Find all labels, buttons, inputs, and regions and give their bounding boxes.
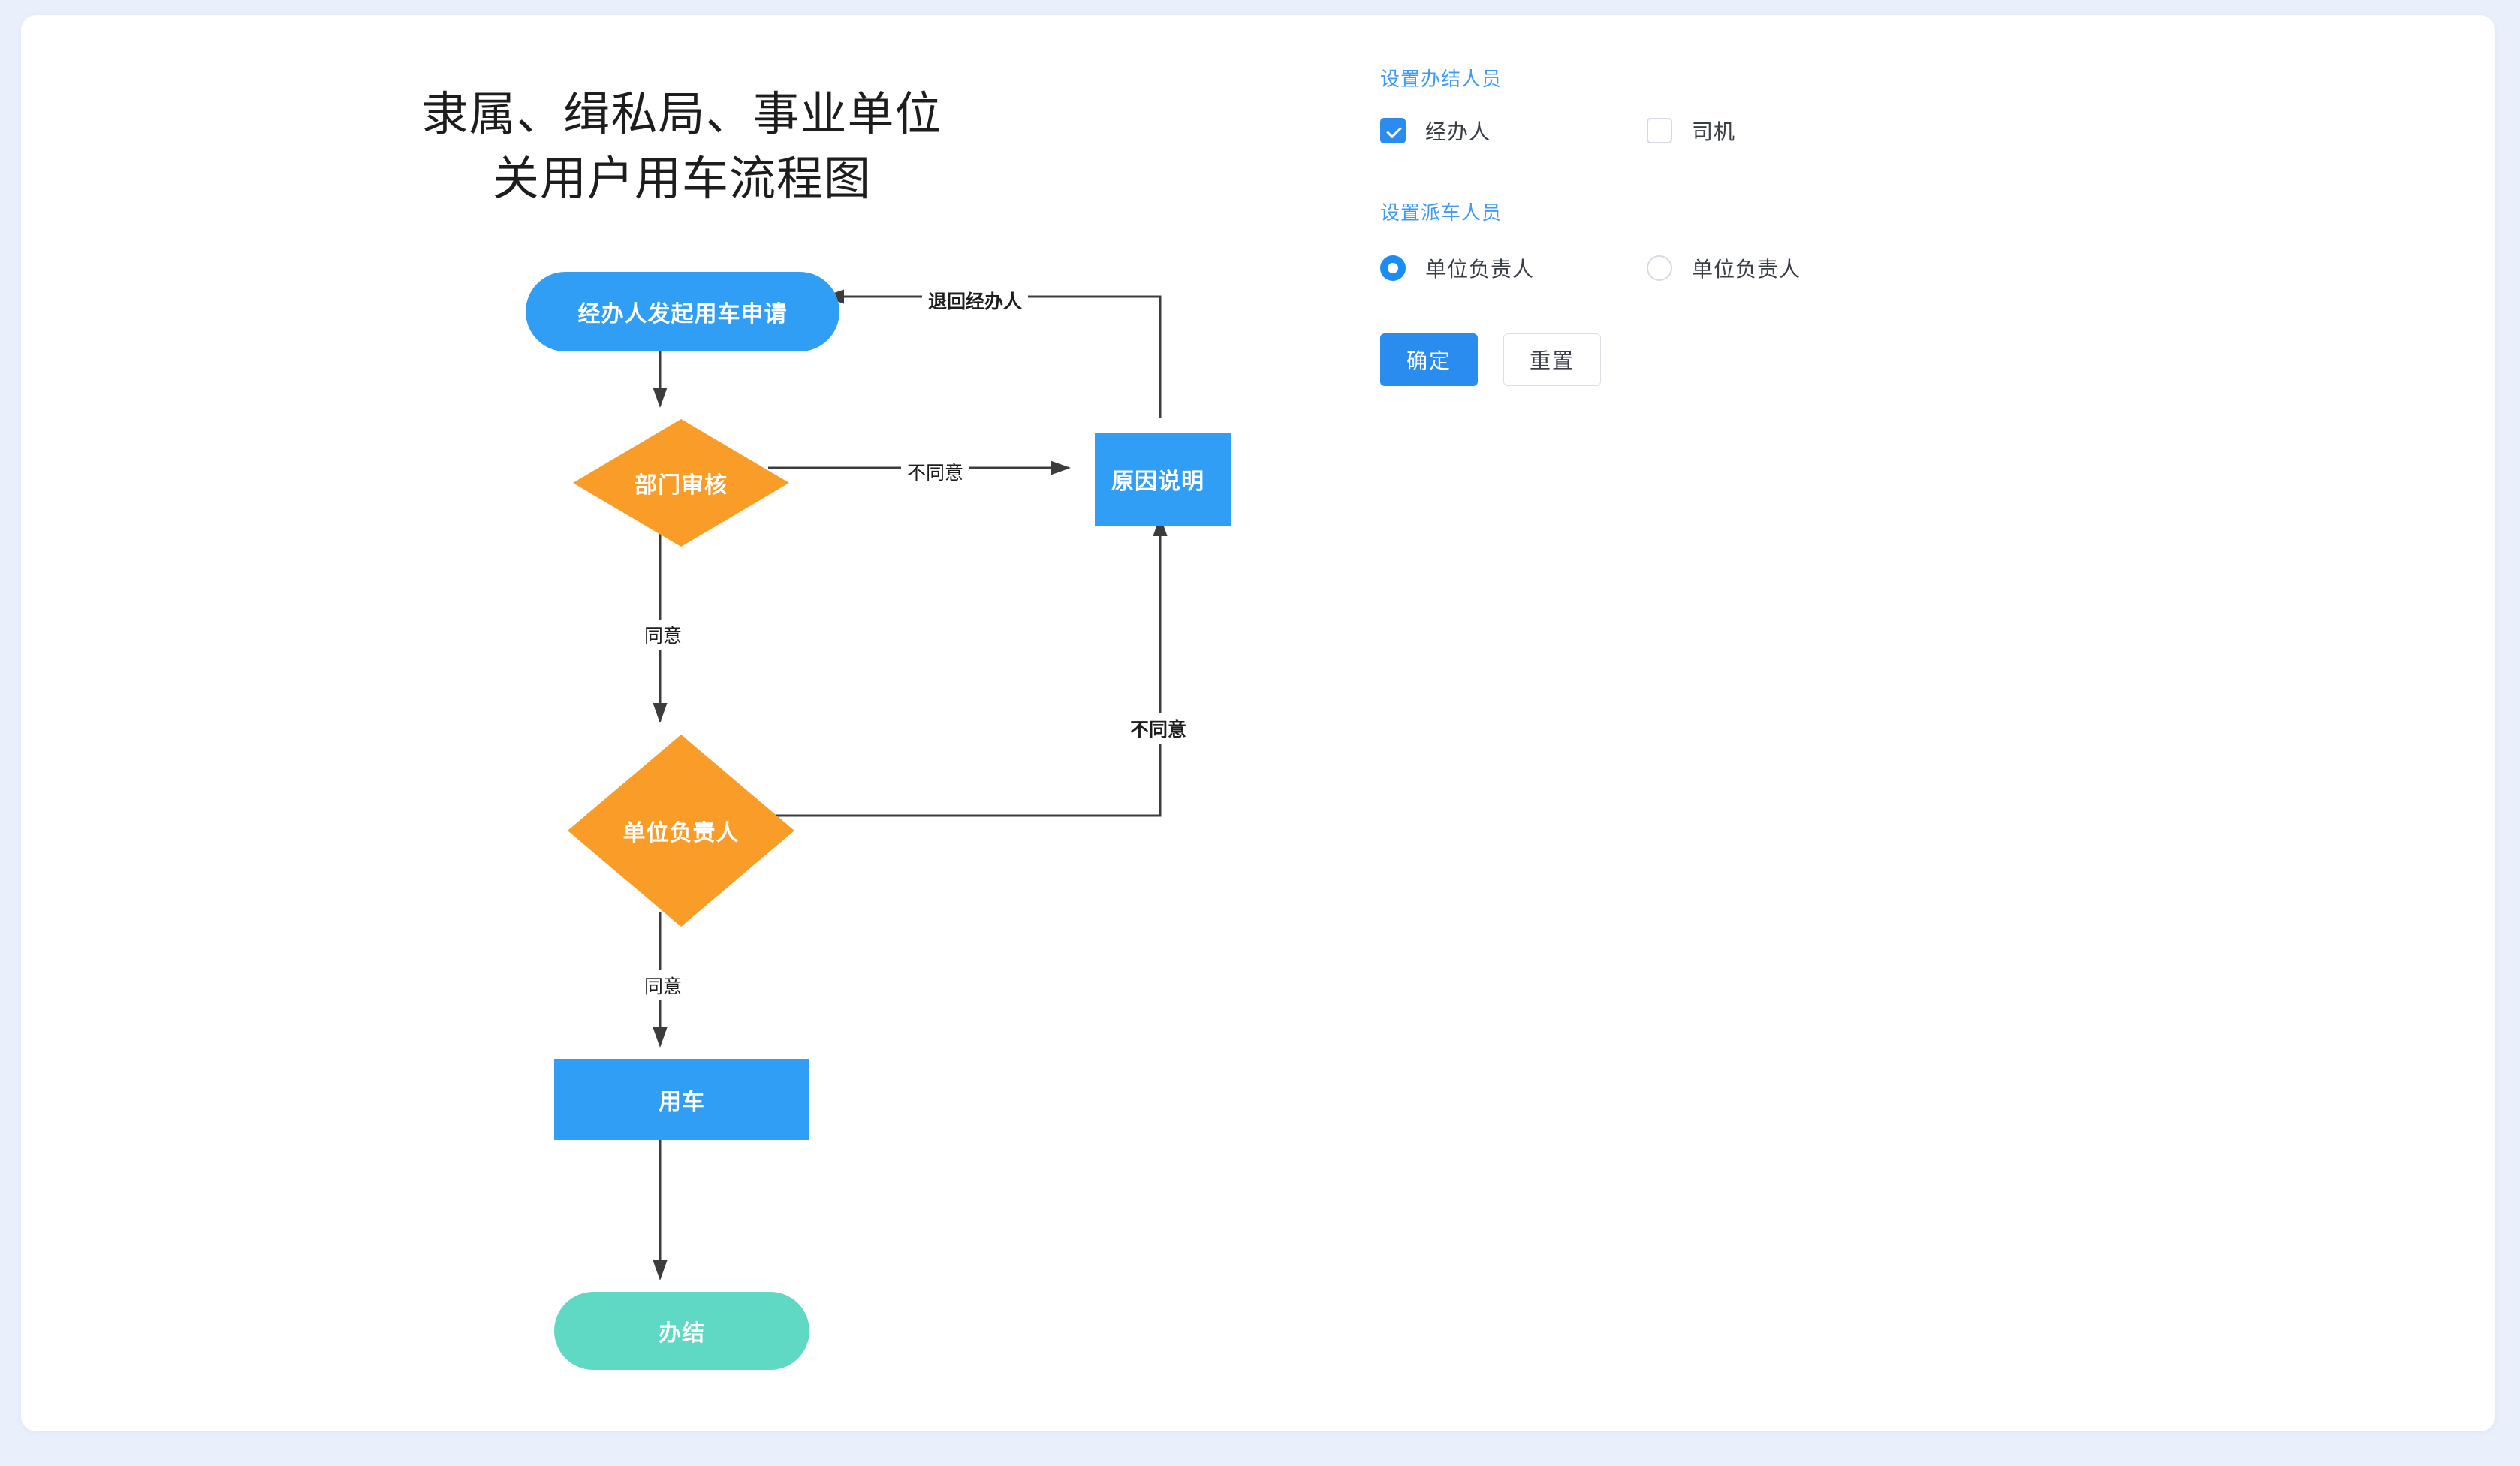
flowchart-connectors: [653, 289, 1168, 1280]
radio-option-unit-leader-1-label: 单位负责人: [1425, 258, 1535, 281]
flow-node-finish-label: 办结: [659, 1321, 705, 1346]
flow-node-reason-label: 原因说明: [1111, 469, 1204, 494]
checkbox-option-driver-label: 司机: [1692, 120, 1736, 143]
flow-node-finish[interactable]: 办结: [554, 1292, 809, 1370]
checkbox-unchecked-icon[interactable]: [1647, 118, 1672, 143]
confirm-button[interactable]: 确定: [1380, 333, 1479, 386]
flow-node-reason[interactable]: 原因说明: [1095, 433, 1231, 526]
radio-option-unit-leader-2[interactable]: 单位负责人: [1647, 253, 1801, 283]
flowchart-title-line1: 隶属、缉私局、事业单位: [421, 89, 942, 140]
edge-label-disagree-dept: 不同意: [901, 457, 970, 487]
checkbox-option-handler[interactable]: 经办人: [1380, 116, 1491, 146]
group-title-dispatch-staff: 设置派车人员: [1380, 201, 1503, 224]
checkbox-checked-icon[interactable]: [1380, 118, 1406, 143]
edge-label-disagree-unit: 不同意: [1124, 713, 1193, 744]
flow-node-start[interactable]: 经办人发起用车申请: [526, 272, 839, 351]
radio-option-unit-leader-2-label: 单位负责人: [1692, 258, 1801, 281]
flow-node-dept-review[interactable]: 部门审核: [573, 419, 789, 547]
group-title-finish-staff: 设置办结人员: [1380, 68, 1503, 90]
flow-node-start-label: 经办人发起用车申请: [577, 302, 788, 327]
content-card: 隶属、缉私局、事业单位 关用户用车流程图: [21, 15, 2495, 1431]
radio-selected-icon[interactable]: [1380, 255, 1406, 281]
panel-button-row: 确定 重置: [1380, 333, 1602, 386]
flow-node-dept-review-label: 部门审核: [635, 473, 728, 498]
flow-node-unit-leader-label: 单位负责人: [622, 821, 740, 846]
reset-button[interactable]: 重置: [1503, 333, 1602, 386]
edge-label-return-to-handler: 退回经办人: [922, 285, 1029, 315]
flow-node-use-car-label: 用车: [659, 1090, 705, 1115]
edge-label-agree-dept: 同意: [638, 620, 689, 650]
radio-unselected-icon[interactable]: [1647, 255, 1672, 281]
edge-label-agree-unit: 同意: [638, 970, 689, 1000]
flow-node-use-car[interactable]: 用车: [554, 1059, 809, 1140]
flowchart-title-line2: 关用户用车流程图: [492, 152, 871, 205]
radio-option-unit-leader-1[interactable]: 单位负责人: [1380, 253, 1534, 283]
flowchart-title: 隶属、缉私局、事业单位 关用户用车流程图: [374, 83, 990, 211]
flow-node-unit-leader[interactable]: 单位负责人: [568, 735, 794, 927]
checkbox-option-handler-label: 经办人: [1425, 120, 1491, 143]
checkbox-option-driver[interactable]: 司机: [1647, 116, 1735, 146]
